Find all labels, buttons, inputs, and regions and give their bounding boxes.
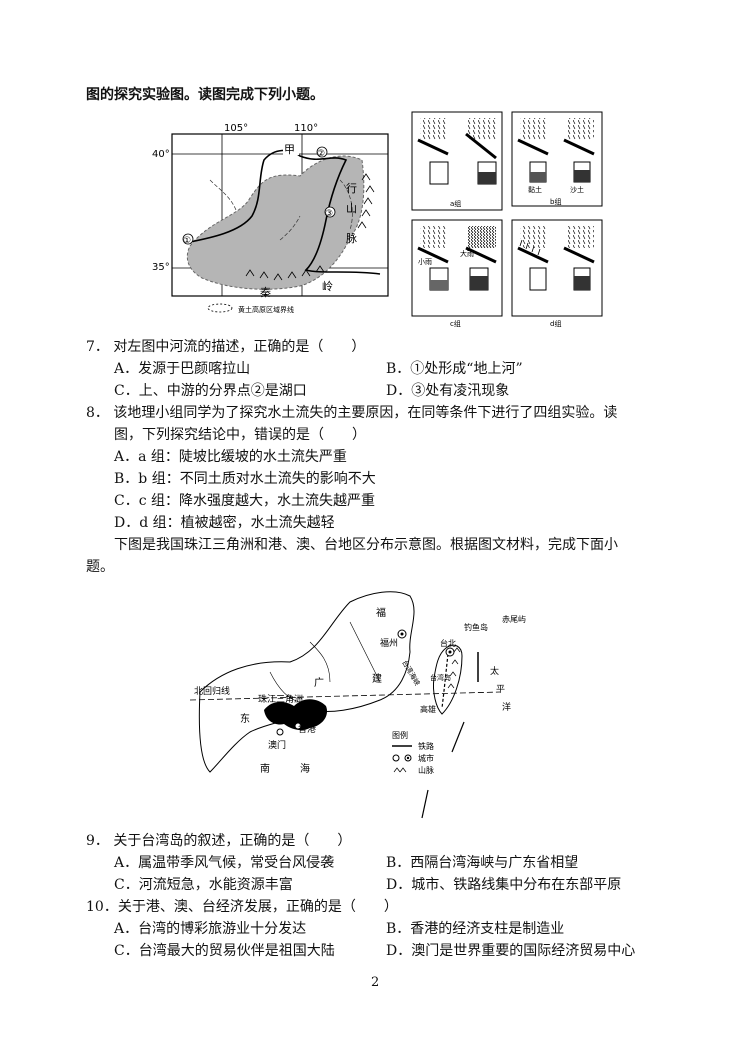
taiwan-island bbox=[433, 644, 463, 715]
label-island: 台湾岛 bbox=[430, 673, 451, 682]
q7-option-a[interactable]: A．发源于巴颜喀拉山 bbox=[114, 361, 251, 377]
marker-1: ① bbox=[183, 236, 191, 246]
q8-stem-1: 8． 该地理小组同学为了探究水土流失的主要原因，在同等条件下进行了四组实验。读 bbox=[86, 405, 618, 421]
label-zhujiang: 珠江三角洲 bbox=[258, 693, 303, 705]
legend-city: 城市 bbox=[418, 753, 434, 763]
marker-3: ③ bbox=[325, 209, 333, 219]
label-dong: 东 bbox=[240, 712, 250, 725]
marker-2: ② bbox=[317, 149, 325, 159]
q9-option-d[interactable]: D．城市、铁路线集中分布在东部平原 bbox=[386, 877, 622, 893]
label-c: c组 bbox=[450, 319, 461, 328]
label-qin: 秦 bbox=[260, 285, 271, 299]
q9-option-a[interactable]: A．属温带季风气候，常受台风侵袭 bbox=[114, 855, 335, 871]
label-c-right: 大雨 bbox=[460, 249, 474, 258]
panel-b: 黏土 沙土 b组 bbox=[511, 111, 603, 207]
label-macau: 澳门 bbox=[268, 739, 286, 751]
label-shan: 山 bbox=[346, 202, 357, 215]
label-d: d组 bbox=[550, 319, 561, 328]
q8-option-d[interactable]: D．d 组：植被越密，水土流失越轻 bbox=[114, 515, 335, 531]
loess-plateau-map: ① ② ③ 105° 110° 40° 35° 甲 行 山 脉 秦 岭 黄土高原… bbox=[152, 123, 389, 314]
lon-label-105: 105° bbox=[224, 123, 248, 134]
panel-a: a组 bbox=[411, 111, 503, 211]
panel-c: 小雨 大雨 c组 bbox=[411, 219, 503, 328]
prd-taiwan-map: 北回归线 珠江三角洲 香港 澳门 福州 福 建 广 东 南 海 台北 高雄 台湾… bbox=[189, 591, 526, 819]
q9-stem: 9． 关于台湾岛的叙述，正确的是（ ） bbox=[86, 833, 352, 849]
pearl-river-delta bbox=[264, 699, 328, 731]
label-nan: 南 bbox=[260, 762, 270, 775]
q7-option-c[interactable]: C．上、中游的分界点②是湖口 bbox=[114, 383, 307, 399]
intro-text-2b: 题。 bbox=[86, 559, 114, 575]
label-b: b组 bbox=[550, 197, 561, 206]
loess-plateau-region bbox=[186, 155, 365, 290]
q8-option-c[interactable]: C．c 组：降水强度越大，水土流失越严重 bbox=[114, 493, 376, 509]
tropic-line bbox=[189, 691, 501, 701]
q10-option-b[interactable]: B．香港的经济支柱是制造业 bbox=[386, 921, 565, 937]
q10-stem: 10．关于港、澳、台经济发展，正确的是（ ） bbox=[86, 899, 398, 915]
map1-legend: 黄土高原区域界线 bbox=[238, 305, 294, 314]
lat-label-35: 35° bbox=[152, 262, 170, 273]
label-b-right: 沙土 bbox=[570, 185, 584, 194]
lon-label-110: 110° bbox=[294, 123, 318, 134]
label-xing: 行 bbox=[346, 182, 357, 195]
label-hai: 海 bbox=[300, 762, 310, 775]
legend-mountain: 山脉 bbox=[418, 765, 434, 775]
q9-option-c[interactable]: C．河流短急，水能资源丰富 bbox=[114, 877, 293, 893]
label-jian: 建 bbox=[372, 672, 382, 685]
label-ping: 平 bbox=[496, 684, 505, 695]
label-mai: 脉 bbox=[346, 231, 357, 245]
q8-stem-2: 图，下列探究结论中，错误的是（ ） bbox=[114, 427, 366, 443]
label-a: a组 bbox=[450, 199, 461, 208]
qinling-mountains bbox=[245, 265, 325, 281]
label-yang: 洋 bbox=[502, 701, 511, 713]
q8-option-a[interactable]: A．a 组：陡坡比缓坡的水土流失严重 bbox=[114, 449, 347, 465]
legend-rail: 铁路 bbox=[418, 741, 434, 751]
q10-option-c[interactable]: C．台湾最大的贸易伙伴是祖国大陆 bbox=[114, 943, 335, 959]
q10-option-d[interactable]: D．澳门是世界重要的国际经济贸易中心 bbox=[386, 943, 636, 959]
label-jia: 甲 bbox=[284, 143, 295, 156]
page-number: 2 bbox=[371, 975, 380, 990]
label-tai: 太 bbox=[490, 665, 499, 677]
map2-legend: 图例 铁路 城市 山脉 bbox=[392, 730, 434, 775]
label-diaoyu: 钓鱼岛 bbox=[464, 622, 488, 632]
legend-title: 图例 bbox=[392, 730, 408, 740]
q8-option-b[interactable]: B．b 组：不同土质对水土流失的影响不大 bbox=[114, 471, 376, 487]
label-hongkong: 香港 bbox=[298, 723, 316, 735]
label-fu: 福 bbox=[376, 606, 386, 619]
label-fuzhou: 福州 bbox=[380, 637, 398, 649]
label-c-left: 小雨 bbox=[418, 257, 432, 266]
taihang-mountains bbox=[357, 173, 375, 229]
label-ling: 岭 bbox=[322, 279, 333, 293]
label-chiwei: 赤尾屿 bbox=[502, 615, 526, 624]
label-tropic: 北回归线 bbox=[194, 685, 230, 697]
label-guang: 广 bbox=[314, 677, 324, 689]
q7-option-b[interactable]: B．①处形成“地上河” bbox=[386, 361, 523, 377]
q10-option-a[interactable]: A．台湾的博彩旅游业十分发达 bbox=[114, 921, 307, 937]
label-b-left: 黏土 bbox=[528, 185, 542, 194]
mainland-outline bbox=[198, 591, 415, 773]
q9-option-b[interactable]: B．西隔台湾海峡与广东省相望 bbox=[386, 855, 579, 871]
erosion-experiments: a组 黏土 沙土 b组 小雨 大雨 c组 bbox=[411, 111, 603, 328]
panel-d: d组 bbox=[511, 219, 603, 328]
intro-text-2: 下图是我国珠江三角洲和港、澳、台地区分布示意图。根据图文材料，完成下面小 bbox=[114, 537, 618, 553]
label-taibei: 台北 bbox=[440, 638, 456, 648]
intro-text-1: 图的探究实验图。读图完成下列小题。 bbox=[86, 87, 324, 103]
lat-label-40: 40° bbox=[152, 149, 170, 160]
label-gaoxiong: 高雄 bbox=[420, 704, 436, 714]
q7-option-d[interactable]: D．③处有凌汛现象 bbox=[386, 383, 510, 399]
q7-stem: 7． 对左图中河流的描述，正确的是（ ） bbox=[86, 339, 366, 355]
